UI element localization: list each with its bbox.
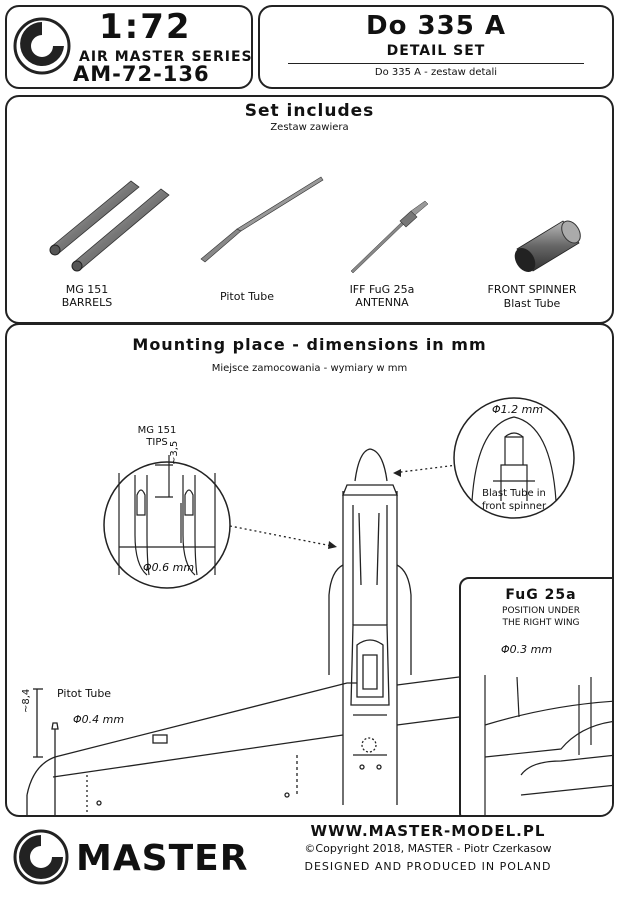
iff-antenna-illustration xyxy=(350,200,429,274)
fug-wing-drawing xyxy=(484,675,612,815)
part-blast-line1: FRONT SPINNER xyxy=(487,283,577,296)
header-right-panel: Do 335 A DETAIL SET Do 335 A - zestaw de… xyxy=(258,5,614,89)
blast-diameter-dim: Φ1.2 mm xyxy=(492,403,544,416)
fug25-detail-box: FuG 25a POSITION UNDER THE RIGHT WING Φ0… xyxy=(459,577,612,815)
fug-diameter-dim: Φ0.3 mm xyxy=(501,643,553,656)
blast-detail-label: Blast Tube in front spinner xyxy=(464,487,564,513)
header-left-panel: 1:72 AIR MASTER SERIES AM-72-136 xyxy=(5,5,253,89)
mounting-title: Mounting place - dimensions in mm xyxy=(132,335,487,354)
airframe-drawing xyxy=(26,397,575,815)
blast-label-line1: Blast Tube in xyxy=(482,488,546,499)
part-mg151-line1: MG 151 xyxy=(65,283,109,296)
part-label-blast-tube: FRONT SPINNER Blast Tube xyxy=(467,283,597,311)
pitot-mount-label: Pitot Tube xyxy=(57,687,112,700)
mg-length-dim: ~3,5 xyxy=(169,440,180,465)
master-brand-logo-icon xyxy=(13,829,69,885)
part-label-mg151: MG 151 BARRELS xyxy=(42,283,132,309)
mg-tips-label: MG 151 TIPS xyxy=(127,425,187,449)
product-title: Do 335 A xyxy=(366,11,506,41)
part-blast-line2: Blast Tube xyxy=(503,297,561,310)
fug-title: FuG 25a xyxy=(505,587,577,603)
fug-sub-line2: THE RIGHT WING xyxy=(502,618,580,628)
blast-label-line2: front spinner xyxy=(481,501,547,512)
produced-text: DESIGNED AND PRODUCED IN POLAND xyxy=(304,860,552,873)
set-includes-subtitle: Zestaw zawiera xyxy=(270,122,349,133)
detail-set-label: DETAIL SET xyxy=(386,43,486,59)
series-label: AIR MASTER SERIES xyxy=(79,49,253,65)
set-includes-panel: Set includes Zestaw zawiera MG 151 BARRE… xyxy=(5,95,614,324)
copyright-text: ©Copyright 2018, MASTER - Piotr Czerkaso… xyxy=(304,842,552,855)
pitot-length-dim: ~8,4 xyxy=(21,688,32,713)
mg151-barrels-illustration xyxy=(49,180,170,272)
part-pitot-line1: Pitot Tube xyxy=(219,290,275,303)
mounting-panel: Mounting place - dimensions in mm Miejsc… xyxy=(5,323,614,817)
scale-label: 1:72 xyxy=(99,7,192,47)
mg-diameter-dim: Φ0.6 mm xyxy=(143,561,195,574)
product-code: AM-72-136 xyxy=(73,62,210,86)
header-divider xyxy=(288,63,584,64)
part-iff-line1: IFF FuG 25a xyxy=(349,283,415,296)
brand-wordmark: MASTER xyxy=(76,838,249,879)
blast-tube-illustration xyxy=(514,220,581,273)
website-link[interactable]: WWW.MASTER-MODEL.PL xyxy=(310,822,546,840)
part-mg151-line2: BARRELS xyxy=(61,296,113,309)
polish-subtitle: Do 335 A - zestaw detali xyxy=(374,67,498,78)
master-logo-icon xyxy=(13,17,71,75)
part-iff-line2: ANTENNA xyxy=(355,296,409,309)
mounting-subtitle: Miejsce zamocowania - wymiary w mm xyxy=(211,363,408,374)
fug-subtitle: POSITION UNDER THE RIGHT WING xyxy=(461,605,612,629)
set-includes-title: Set includes xyxy=(244,101,375,121)
part-label-iff: IFF FuG 25a ANTENNA xyxy=(327,283,437,309)
mg-tips-line1: MG 151 xyxy=(137,425,177,436)
mg-tips-line2: TIPS xyxy=(146,437,168,448)
fug-sub-line1: POSITION UNDER xyxy=(502,606,580,616)
pitot-diameter-dim: Φ0.4 mm xyxy=(73,713,125,726)
pitot-tube-illustration xyxy=(200,176,324,263)
part-label-pitot: Pitot Tube xyxy=(192,290,302,303)
